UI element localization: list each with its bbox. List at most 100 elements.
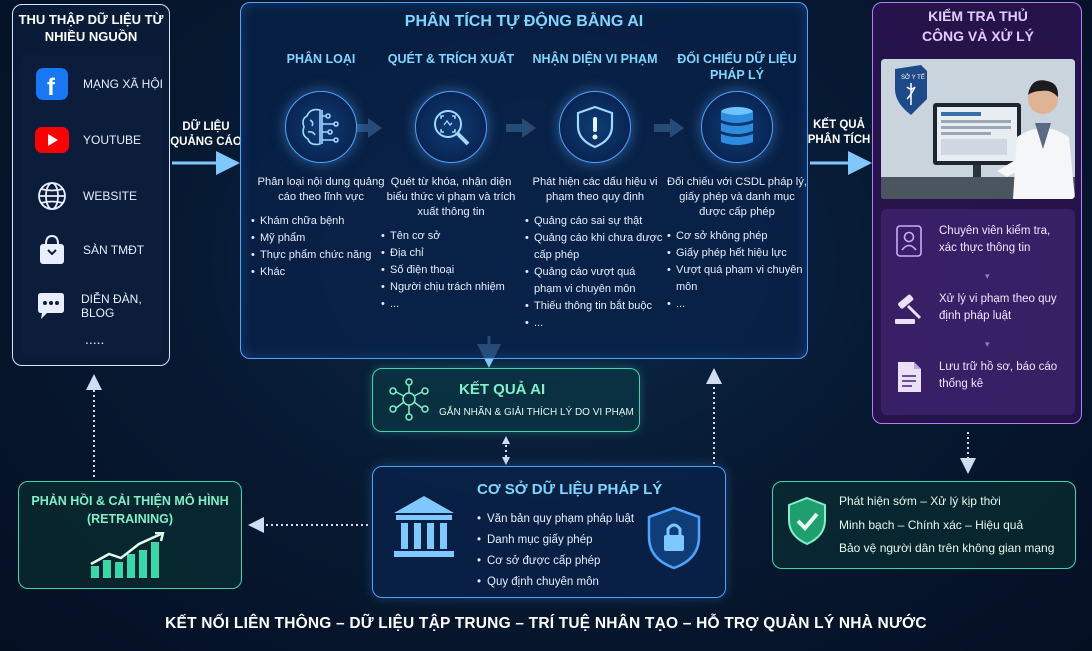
column-description: Phát hiện các dấu hiệu vi phạm theo quy … [532,176,658,203]
list-item: Cơ sở được cấp phép [477,551,634,572]
sources-title: THU THẬP DỮ LIỆU TỪ NHIỀU NGUỒN [18,12,164,44]
sources-list: f MẠNG XÃ HỘI YOUTUBE WEBSITE SÀN TMĐT [21,55,163,357]
ai-result-title: KẾT QUẢ AI [459,381,546,398]
globe-icon [35,179,69,213]
ai-column-detect: NHẬN DIỆN VI PHẠM Phát hiện các dấu hiệu… [525,51,665,332]
manual-review-panel: KIỂM TRA THỦ CÔNG VÀ XỬ LÝ SỞ Y TẾ [872,2,1082,424]
column-list: Tên cơ sở Địa chỉ Số điện thoại Người ch… [381,228,521,313]
shopping-bag-icon [35,233,69,267]
step-text: Chuyên viên kiểm tra, xác thực thông tin [939,225,1051,254]
chevron-down-icon: ▾ [985,271,990,281]
list-item: Người chịu trách nhiệm [381,279,521,296]
step-handle: Xử lý vi phạm theo quy định pháp luật [891,291,1069,327]
list-item: Thiếu thông tin bắt buộc [525,298,665,315]
officer-at-computer-image: SỞ Y TẾ [881,59,1075,199]
ai-panel-title: PHÂN TÍCH TỰ ĐỘNG BẰNG AI [404,13,644,30]
label-analysis-result: KẾT QUẢ PHÂN TÍCH [807,119,871,146]
list-item: ... [525,315,665,332]
feedback-title: PHẢN HỒI & CẢI THIỆN MÔ HÌNH (RETRAINING… [31,494,229,526]
magnifier-scan-icon [415,91,487,163]
list-item: Quy định chuyên môn [477,572,634,593]
list-item: Tên cơ sở [381,228,521,245]
legal-database-box: CƠ SỞ DỮ LIỆU PHÁP LÝ Văn bản quy phạm p… [372,466,726,598]
shield-lock-icon [645,505,703,576]
manual-title: KIỂM TRA THỦ CÔNG VÀ XỬ LÝ [922,8,1034,44]
ai-column-classify: PHÂN LOẠI Phân loại nội dung quảng cáo t… [251,51,391,281]
ai-analysis-panel: PHÂN TÍCH TỰ ĐỘNG BẰNG AI PHÂN LOẠI Phân… [240,2,808,359]
ai-result-subtitle: GẮN NHÃN & GIẢI THÍCH LÝ DO VI PHẠM [439,407,634,418]
benefits-box: Phát hiện sớm – Xử lý kịp thời Minh bạch… [772,481,1076,569]
legal-list: Văn bản quy phạm pháp luật Danh mục giấy… [477,509,634,593]
feedback-retraining-box: PHẢN HỒI & CẢI THIỆN MÔ HÌNH (RETRAINING… [18,481,242,589]
step-archive: Lưu trữ hồ sơ, báo cáo thống kê [891,359,1069,395]
benefit-line: Bảo vệ người dân trên không gian mạng [839,541,1055,555]
brain-circuit-icon [285,91,357,163]
legal-title: CƠ SỞ DỮ LIỆU PHÁP LÝ [477,481,663,498]
shield-check-icon [787,496,827,551]
step-verify: Chuyên viên kiểm tra, xác thực thông tin [891,223,1069,259]
manual-steps: Chuyên viên kiểm tra, xác thực thông tin… [881,209,1075,415]
database-icon [701,91,773,163]
ai-column-scan: QUÉT & TRÍCH XUẤT Quét từ khóa, nhận diệ… [381,51,521,313]
list-item: Vượt quá phạm vi chuyên môn [667,262,807,296]
list-item: Quảng cáo vượt quá phạm vi chuyên môn [525,264,665,298]
footer-slogan: KẾT NỐI LIÊN THÔNG – DỮ LIỆU TẬP TRUNG –… [165,615,927,632]
ai-column-legal-check: ĐỐI CHIẾU DỮ LIỆU PHÁP LÝ Đối chiếu với … [667,51,807,313]
document-folder-icon [891,359,927,395]
chevron-down-icon: ▾ [985,339,990,349]
list-item: Văn bản quy phạm pháp luật [477,509,634,530]
network-nodes-icon [387,377,431,426]
column-description: Quét từ khóa, nhận diện biểu thức vi phạ… [386,176,516,218]
source-item-ecommerce[interactable]: SÀN TMĐT [35,233,144,267]
list-item: Số điện thoại [381,262,521,279]
sources-more: ..... [85,331,105,347]
growth-chart-icon [89,531,173,585]
list-item: ... [381,296,521,313]
chat-icon [35,289,67,323]
column-title: ĐỐI CHIẾU DỮ LIỆU PHÁP LÝ [677,52,797,82]
courthouse-icon [391,493,457,566]
list-item: ... [667,296,807,313]
source-label: MẠNG XÃ HỘI [83,77,164,91]
column-description: Phân loại nội dung quảng cáo theo lĩnh v… [257,176,385,203]
list-item: Thực phẩm chức năng [251,247,391,264]
list-item: Quảng cáo sai sự thật [525,213,665,230]
source-label: YOUTUBE [83,133,142,147]
source-label: WEBSITE [83,189,138,203]
list-item: Giấy phép hết hiệu lực [667,245,807,262]
column-title: QUÉT & TRÍCH XUẤT [387,52,515,66]
column-title: NHẬN DIỆN VI PHẠM [532,52,658,66]
benefit-line: Phát hiện sớm – Xử lý kịp thời [839,494,1001,508]
column-title: PHÂN LOẠI [286,52,356,66]
source-label: SÀN TMĐT [83,243,145,257]
list-item: Danh mục giấy phép [477,530,634,551]
column-list: Quảng cáo sai sự thật Quảng cáo khi chưa… [525,213,665,332]
ai-result-box: KẾT QUẢ AI GẮN NHÃN & GIẢI THÍCH LÝ DO V… [372,368,640,432]
id-card-icon [891,223,927,259]
list-item: Mỹ phẩm [251,230,391,247]
svg-text:f: f [47,74,56,100]
column-description: Đối chiếu với CSDL pháp lý, giấy phép và… [667,176,807,218]
source-item-website[interactable]: WEBSITE [35,179,137,213]
facebook-icon: f [35,67,69,101]
benefit-line: Minh bạch – Chính xác – Hiệu quả [839,518,1024,532]
source-item-forum[interactable]: DIỄN ĐÀN, BLOG [35,289,163,323]
data-sources-panel: THU THẬP DỮ LIỆU TỪ NHIỀU NGUỒN f MẠNG X… [12,4,170,366]
youtube-icon [35,123,69,157]
column-list: Cơ sở không phép Giấy phép hết hiệu lực … [667,228,807,313]
list-item: Khác [251,264,391,281]
shield-alert-icon [559,91,631,163]
list-item: Quảng cáo khi chưa được cấp phép [525,230,665,264]
step-text: Xử lý vi phạm theo quy định pháp luật [939,293,1057,322]
source-item-social[interactable]: f MẠNG XÃ HỘI [35,67,163,101]
step-text: Lưu trữ hồ sơ, báo cáo thống kê [939,361,1058,390]
source-label: DIỄN ĐÀN, BLOG [81,292,142,320]
gavel-icon [891,291,927,327]
list-item: Cơ sở không phép [667,228,807,245]
source-item-youtube[interactable]: YOUTUBE [35,123,141,157]
list-item: Khám chữa bệnh [251,213,391,230]
list-item: Địa chỉ [381,245,521,262]
health-department-badge-text: SỞ Y TẾ [901,74,925,81]
column-list: Khám chữa bệnh Mỹ phẩm Thực phẩm chức nă… [251,213,391,281]
label-ads-data: DỮ LIỆU QUẢNG CÁO [170,121,242,148]
